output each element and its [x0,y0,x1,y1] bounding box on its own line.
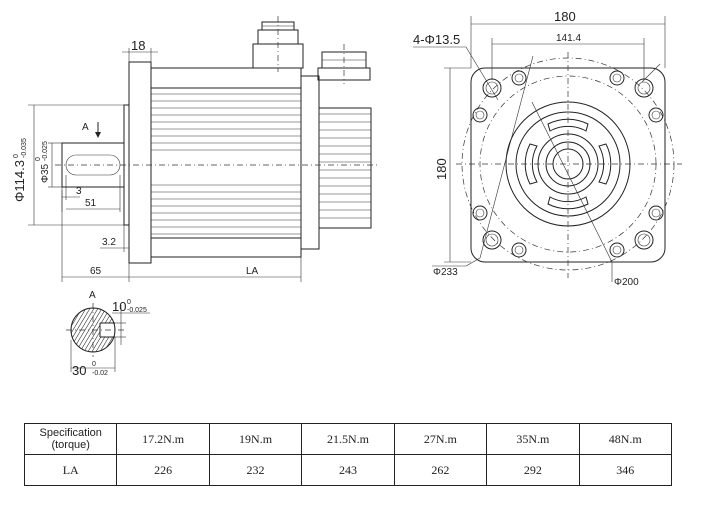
spec-table: Specification (torque) 17.2N.m 19N.m 21.… [23,423,673,486]
svg-text:-0.02: -0.02 [92,370,108,377]
torque-cell: 27N.m [393,423,488,455]
svg-text:0: 0 [92,361,96,368]
key-offset-label: 3 [76,186,82,197]
side-view: 18 Φ114.3 0 -0.035 Φ35 0 -0.025 A 3 51 3… [12,16,378,282]
mounting-hole [472,107,488,123]
spigot-depth-label: 3.2 [102,237,116,248]
table-row: LA 226 232 243 262 292 346 [23,454,673,486]
spigot-diameter-label: Φ114.3 [12,160,27,202]
boss-slots [524,118,612,210]
mounting-hole [511,70,527,86]
flange-thickness-label: 18 [131,38,145,53]
la-value-cell: 292 [486,454,580,486]
mounting-holes [472,70,664,258]
spec-header-line1: Specification [39,427,102,439]
bolt-spacing-label: 141.4 [556,33,581,44]
body-length-label: LA [246,266,259,277]
table-row: Specification (torque) 17.2N.m 19N.m 21.… [23,423,673,455]
la-value-cell: 243 [301,454,395,486]
mounting-hole [648,205,664,221]
mounting-hole [609,70,625,86]
motor-body [150,67,302,258]
la-value-cell: 226 [116,454,210,486]
motor-dimension-drawing: 18 Φ114.3 0 -0.035 Φ35 0 -0.025 A 3 51 3… [12,9,682,378]
encoder-fins [319,113,371,219]
mounting-hole [482,230,502,250]
la-value-cell: 232 [208,454,303,486]
mounting-hole [648,107,664,123]
svg-text:0: 0 [13,154,20,158]
encoder-housing [300,75,320,250]
bolt-circle-label: Φ200 [614,277,639,288]
encoder-cover [318,107,372,229]
section-label: A [89,290,96,301]
outer-circle-label: Φ233 [433,267,458,278]
encoder-connector [317,44,371,84]
flange-height-label: 180 [434,158,449,180]
svg-text:0: 0 [35,157,42,161]
torque-cell: 35N.m [486,423,580,455]
section-marker-a: A [82,122,89,133]
torque-cell: 19N.m [208,423,303,455]
spec-header-line2: (torque) [51,439,90,451]
spec-header-cell: Specification (torque) [23,423,118,455]
key-length-label: 51 [85,198,97,209]
mounting-hole [511,242,527,258]
flange-width-label: 180 [554,9,576,24]
svg-text:-0.035: -0.035 [21,138,28,158]
cooling-fins [151,93,301,235]
la-label-cell: LA [23,454,118,486]
svg-text:-0.025: -0.025 [42,141,49,161]
la-value-cell: 346 [578,454,673,486]
shaft-diameter-label: Φ35 [40,163,51,183]
torque-cell: 21.5N.m [301,423,395,455]
key-depth-label: 30 [72,363,86,378]
key-width-label: 10 [112,299,126,314]
power-connector [252,16,304,72]
holes-label: 4-Φ13.5 [413,32,460,47]
shaft-section-view: A 10 0 -0.025 30 0 -0.02 [66,290,150,378]
mounting-hole [634,230,654,250]
svg-text:0: 0 [127,299,131,306]
mounting-hole [609,242,625,258]
shaft-length-label: 65 [90,266,102,277]
la-value-cell: 262 [393,454,488,486]
svg-text:-0.025: -0.025 [127,307,147,314]
flange-plate [128,61,152,264]
torque-cell: 48N.m [578,423,673,455]
front-view: 180 141.4 180 4-Φ13.5 Φ233 Φ200 [413,9,682,288]
mounting-hole [472,205,488,221]
torque-cell: 17.2N.m [116,423,210,455]
